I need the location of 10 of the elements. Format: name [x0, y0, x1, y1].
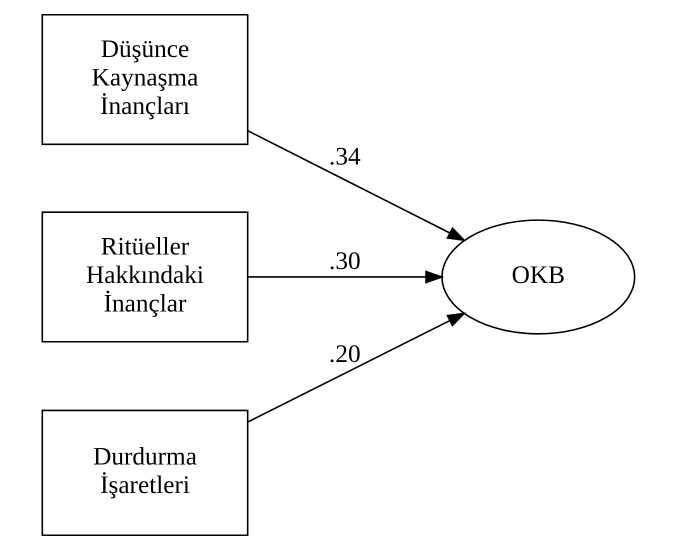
arrow — [248, 270, 444, 284]
edge-label: .20 — [329, 340, 361, 368]
node-box: Durdurma İşaretleri — [42, 410, 248, 536]
arrow — [248, 130, 466, 242]
node-ellipse: OKB — [441, 219, 636, 335]
node-box: Düşünce Kaynaşma İnançları — [42, 14, 248, 146]
node-box: Ritüeller Hakkındaki İnançlar — [42, 211, 248, 343]
edge-label: .34 — [329, 142, 361, 171]
arrow — [248, 312, 466, 423]
edge-label: .30 — [329, 246, 361, 275]
